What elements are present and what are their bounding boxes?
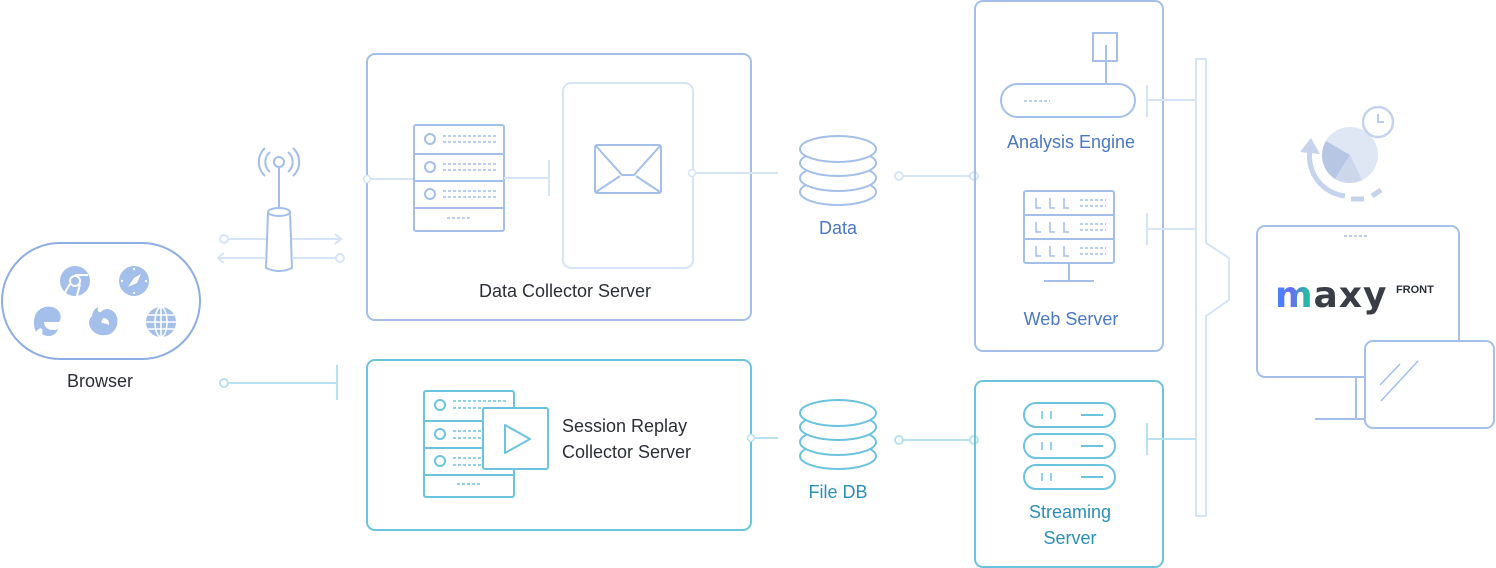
play-video-icon [482, 407, 549, 470]
connector-browser-session [219, 365, 338, 400]
data-db-label: Data [818, 218, 858, 238]
service-bus [1146, 58, 1230, 517]
connector-filedb-streaming [894, 435, 979, 445]
streaming-server-icon [1023, 402, 1116, 490]
connector-data-analysis [894, 171, 979, 181]
analysis-engine-icon [1000, 32, 1136, 118]
analysis-engine-label: Analysis Engine [1006, 132, 1136, 152]
browser-node[interactable] [1, 242, 201, 360]
streaming-server-box[interactable] [974, 380, 1164, 568]
session-replay-collector-box[interactable] [366, 359, 778, 531]
streaming-server-label-line2: Server [1043, 528, 1097, 548]
analysis-web-server-box[interactable] [974, 0, 1164, 352]
streaming-server-label-line1: Streaming [1028, 502, 1112, 522]
envelope-icon [594, 144, 662, 194]
web-server-icon [1023, 190, 1115, 282]
file-database-icon [799, 399, 877, 470]
maxy-front-logo: maxy FRONT [1275, 278, 1434, 318]
web-server-label: Web Server [1023, 309, 1119, 329]
firefox-icon [89, 307, 118, 336]
session-replay-label-line2: Collector Server [562, 442, 692, 462]
data-database-icon [799, 135, 877, 206]
maxy-brand-text: maxy [1275, 275, 1388, 316]
monitor-display [1256, 225, 1495, 429]
tablet-device [1364, 340, 1495, 429]
server-rack-icon [413, 124, 505, 232]
bidirectional-arrows [216, 233, 345, 264]
chrome-icon [60, 266, 90, 297]
safari-icon [119, 266, 149, 296]
edge-icon [34, 306, 61, 337]
realtime-analytics-icon [1300, 105, 1395, 202]
data-collector-server-box[interactable] [362, 53, 779, 321]
file-db-label: File DB [808, 482, 868, 502]
front-suffix-text: FRONT [1395, 284, 1434, 296]
data-collector-server-label: Data Collector Server [478, 281, 652, 301]
service-bus-streaming-link [1146, 423, 1196, 455]
wifi-antenna-icon [257, 147, 301, 272]
session-replay-label-line1: Session Replay [562, 416, 688, 436]
browser-label: Browser [66, 371, 133, 391]
globe-icon [146, 306, 176, 338]
